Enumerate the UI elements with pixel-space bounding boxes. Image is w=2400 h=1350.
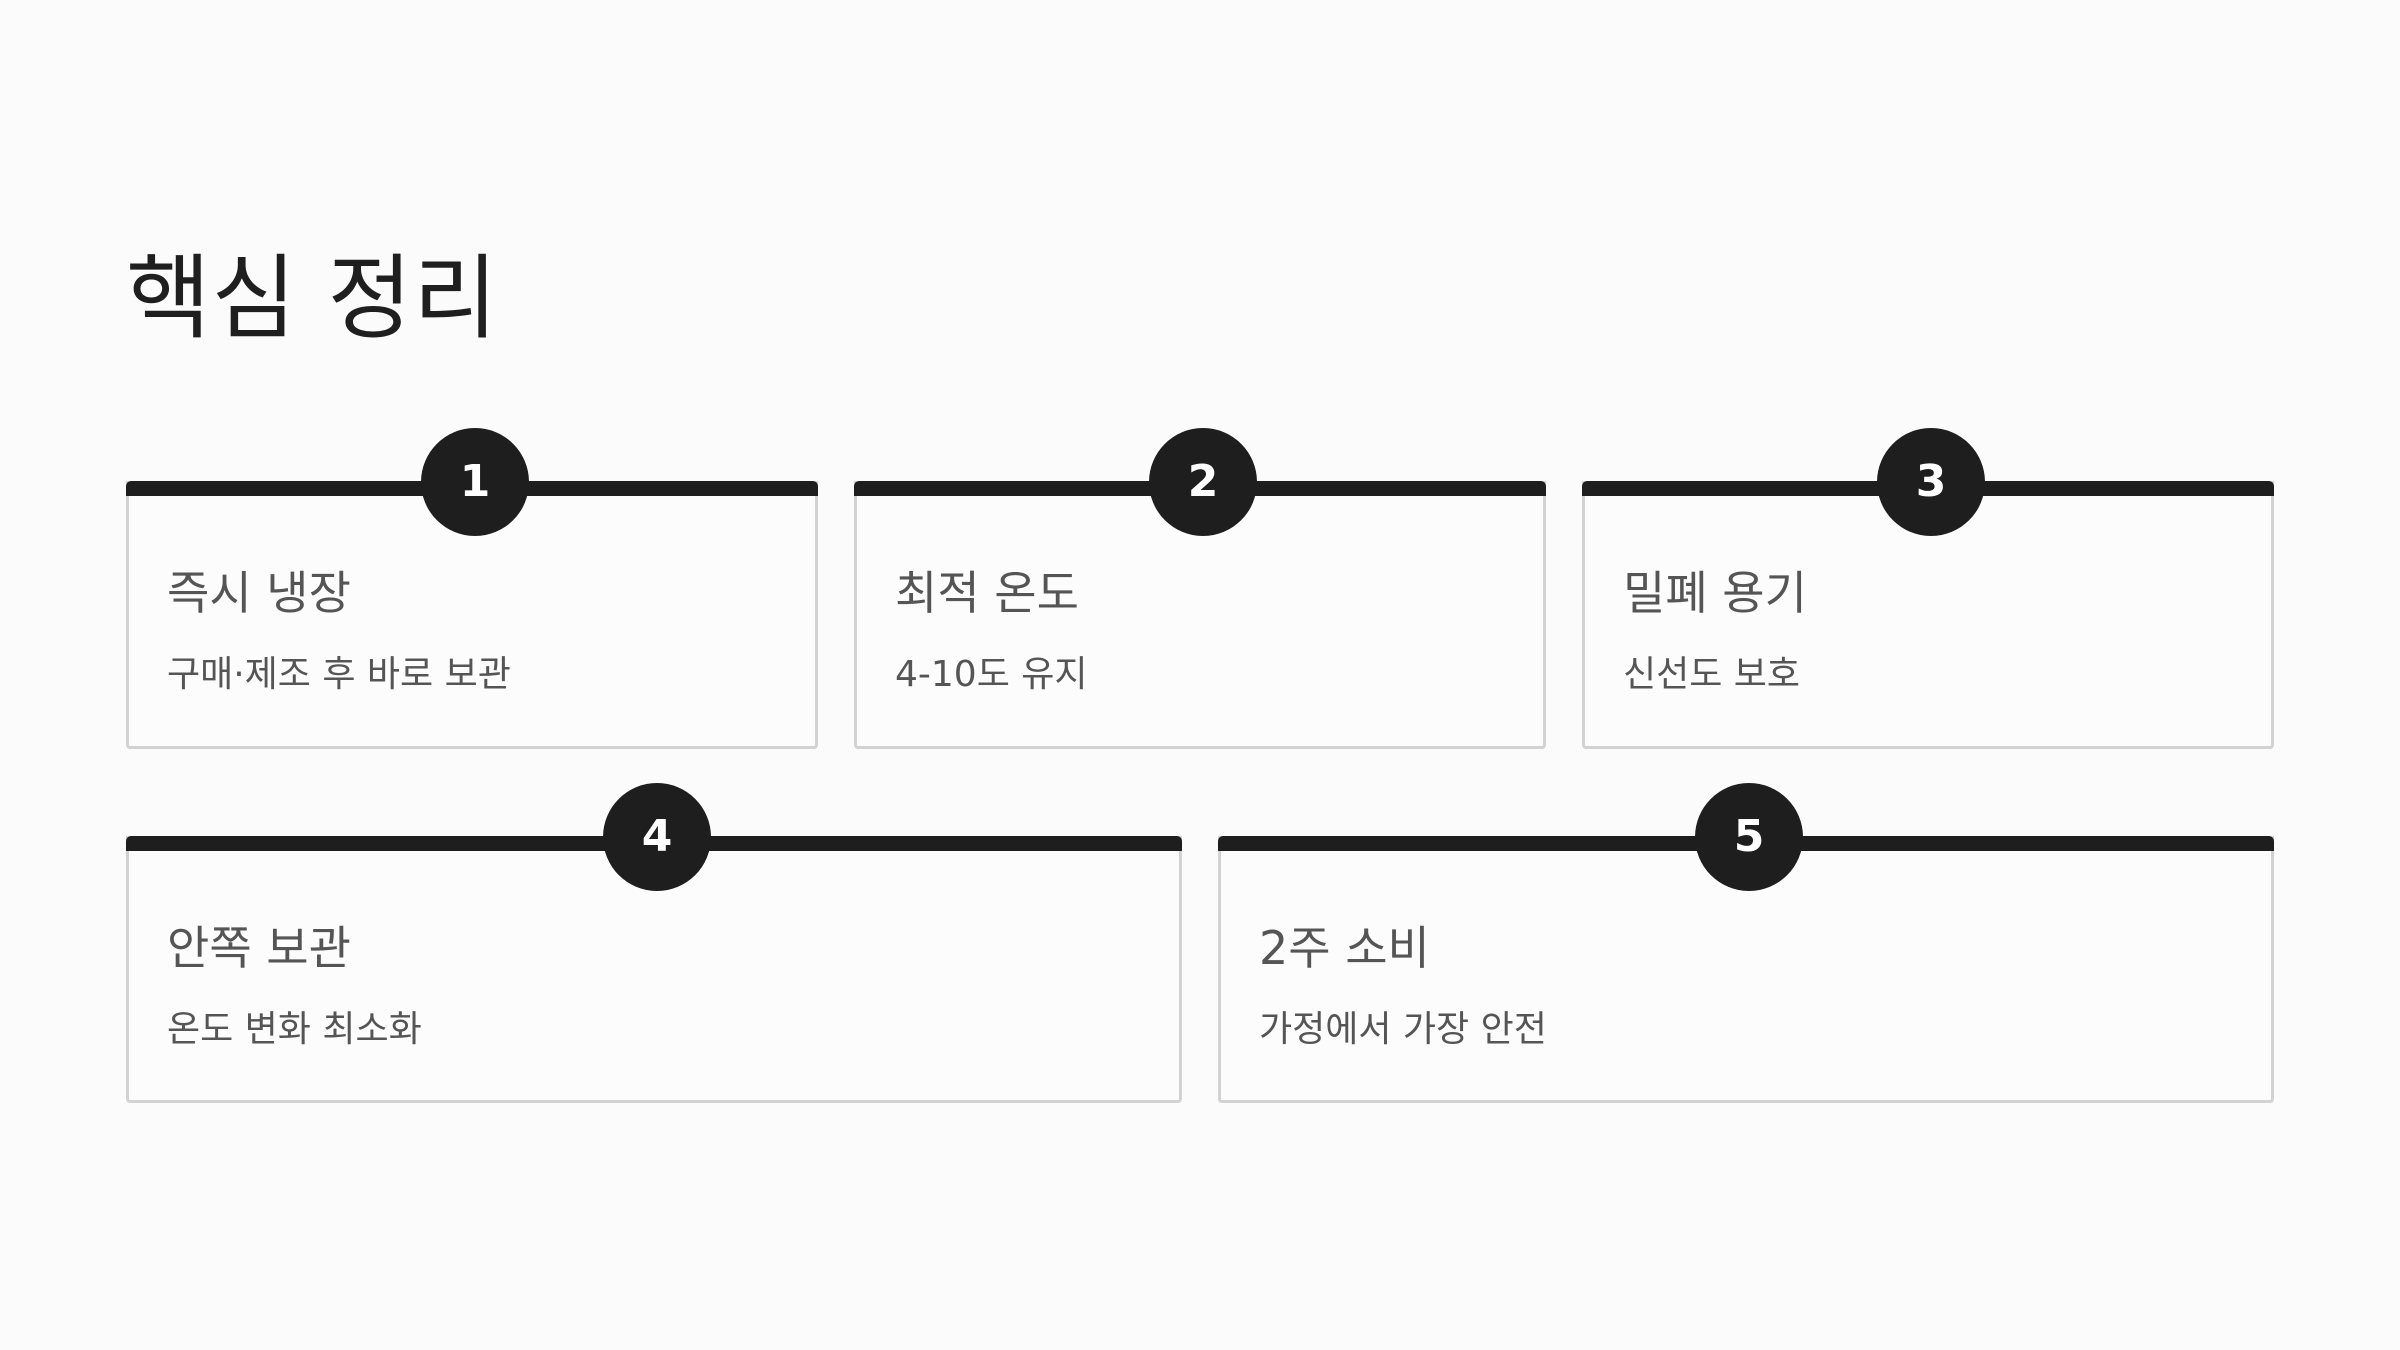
card-title: 2주 소비 <box>1259 921 1430 975</box>
summary-card-1: 1 즉시 냉장 구매·제조 후 바로 보관 <box>126 428 818 749</box>
step-number-badge: 3 <box>1877 428 1985 536</box>
step-number-badge: 5 <box>1695 783 1803 891</box>
summary-card-4: 4 안쪽 보관 온도 변화 최소화 <box>126 783 1182 1103</box>
card-description: 4-10도 유지 <box>895 654 1088 695</box>
card-description: 구매·제조 후 바로 보관 <box>167 654 511 695</box>
card-title: 최적 온도 <box>895 566 1079 620</box>
slide-title: 핵심 정리 <box>126 245 499 352</box>
card-title: 밀폐 용기 <box>1623 566 1807 620</box>
summary-card-2: 2 최적 온도 4-10도 유지 <box>854 428 1546 749</box>
card-title: 안쪽 보관 <box>167 921 351 975</box>
summary-card-5: 5 2주 소비 가정에서 가장 안전 <box>1218 783 2274 1103</box>
step-number-badge: 2 <box>1149 428 1257 536</box>
card-title: 즉시 냉장 <box>167 566 351 620</box>
card-description: 온도 변화 최소화 <box>167 1009 422 1050</box>
step-number-badge: 4 <box>603 783 711 891</box>
summary-card-3: 3 밀폐 용기 신선도 보호 <box>1582 428 2274 749</box>
card-description: 신선도 보호 <box>1623 654 1801 695</box>
card-description: 가정에서 가장 안전 <box>1259 1009 1547 1050</box>
step-number-badge: 1 <box>421 428 529 536</box>
